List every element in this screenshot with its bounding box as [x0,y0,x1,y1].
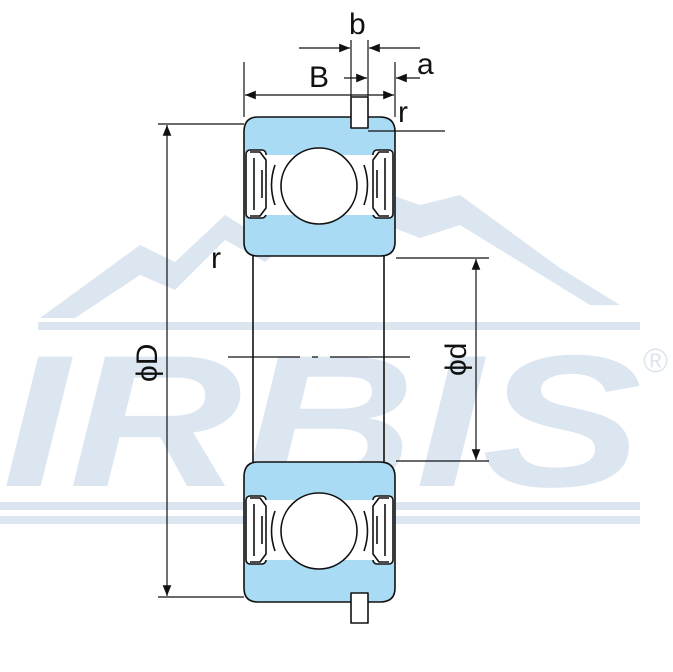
upper-raceway-left [270,164,276,206]
lower-snap-ring-groove [350,592,369,624]
label-inner-diameter: ϕd [440,343,473,377]
upper-snap-ring-groove [350,96,369,129]
upper-shield-left [250,151,267,217]
lower-raceway-left [270,510,276,552]
label-r-left: r [211,242,221,275]
label-r-top: r [398,96,408,129]
upper-raceway-right [363,164,369,206]
label-B: B [309,61,329,94]
lower-raceway-right [363,510,369,552]
label-b: b [349,8,366,41]
upper-ball [280,147,358,225]
upper-shield-right [372,151,389,217]
watermark-stripe-top [38,322,640,330]
lower-section [243,461,396,624]
label-a: a [417,48,434,81]
lower-ball [280,492,358,570]
dimension-labels: b B a r r ϕD ϕd [131,8,473,382]
lower-shield-right [372,497,389,563]
upper-section [243,96,396,257]
label-outer-diameter: ϕD [131,344,164,382]
watermark-mountains [40,175,620,318]
ball-bearing-cross-section [228,96,410,624]
lower-shield-left [250,497,267,563]
dimension-lines [158,40,489,598]
registered-trademark-icon: ® [643,342,668,380]
